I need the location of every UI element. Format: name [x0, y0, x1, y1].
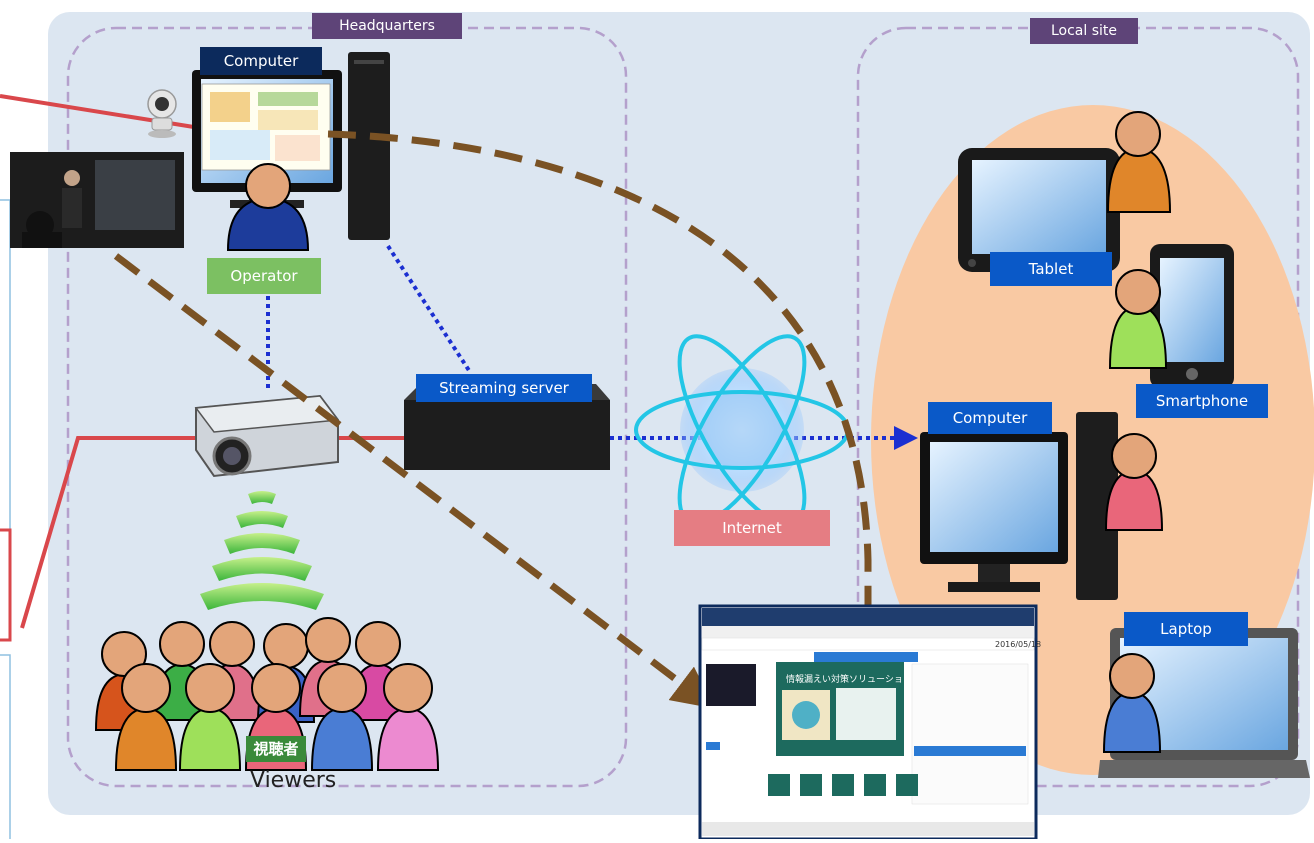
hq-computer-label: Computer [200, 47, 322, 75]
projector-icon [194, 394, 340, 478]
dotted-computer-server [386, 244, 472, 374]
local-computer-label: Computer [928, 402, 1052, 434]
local-site-tag: Local site [1030, 18, 1138, 44]
slide-title: 情報漏えい対策ソリューション [786, 673, 912, 685]
left-frame-top [0, 199, 11, 531]
laptop-label: Laptop [1124, 612, 1248, 646]
webcam-icon [147, 89, 177, 138]
local-computer [920, 412, 1118, 600]
smartphone-user [1108, 269, 1168, 369]
tablet-user [1106, 111, 1172, 213]
streaming-server-label: Streaming server [416, 374, 592, 402]
projector-waves [200, 491, 324, 610]
viewers-label: Viewers [250, 768, 337, 793]
left-frame-middle [0, 528, 12, 642]
local-site-region [856, 26, 1300, 788]
smartphone-label: Smartphone [1136, 384, 1268, 418]
viewer-screenshot-panel: 情報漏えい対策ソリューション 2016/05/18 [698, 604, 1041, 841]
operator-person [226, 163, 310, 251]
smartphone-device [1150, 244, 1234, 388]
screenshot-date: 2016/05/18 [995, 640, 1041, 649]
laptop-user [1102, 653, 1162, 753]
local-computer-user [1104, 433, 1164, 531]
operator-label: Operator [207, 258, 321, 294]
presenter-photo [10, 152, 184, 248]
tablet-label: Tablet [990, 252, 1112, 286]
viewers-crowd [94, 617, 440, 771]
viewers-jp-badge: 視聴者 [246, 736, 306, 762]
headquarters-tag: Headquarters [312, 13, 462, 39]
left-frame-bottom [0, 654, 11, 843]
internet-label: Internet [674, 510, 830, 546]
internet-icon [634, 334, 850, 526]
tablet-device [958, 148, 1120, 272]
brown-arrow-computer-to-screen [327, 130, 889, 647]
brown-arrow-photo-to-screen [113, 253, 715, 709]
